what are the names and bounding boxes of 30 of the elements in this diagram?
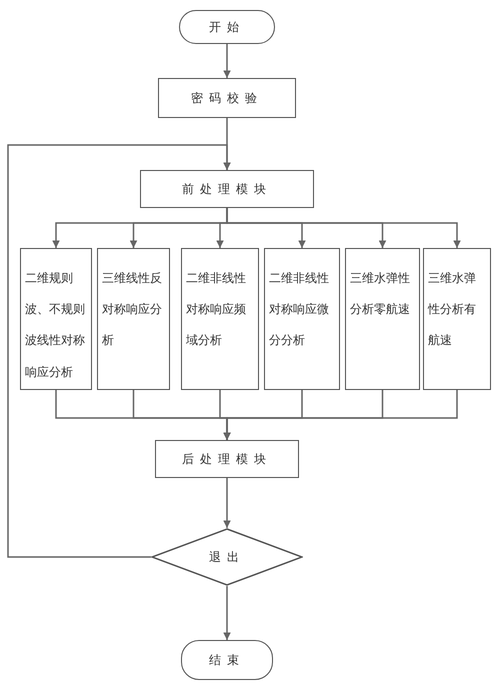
- decision-diamond: [151, 528, 303, 586]
- process-box: [97, 248, 170, 390]
- process-box: [140, 170, 314, 208]
- terminal-box: [179, 10, 275, 44]
- terminal-box: [181, 640, 273, 680]
- node-label: 三维水弹性分析零航速: [350, 270, 411, 318]
- process-box: [20, 248, 92, 390]
- process-box: [158, 78, 296, 118]
- node-label: 三维线性反对称响应分析: [102, 270, 163, 350]
- arrow: [223, 44, 231, 78]
- arrow: [7, 144, 231, 558]
- node-label: 二维规则波、不规则波线性对称响应分析: [25, 270, 86, 381]
- node-label: 二维非线性对称响应微分分析: [269, 270, 330, 350]
- node-label: 开始: [209, 20, 245, 34]
- arrow: [226, 208, 461, 248]
- node-label: 密码校验: [191, 90, 263, 106]
- process-box: [181, 248, 259, 390]
- node-label: 三维水弹性分析有航速: [428, 270, 477, 350]
- node-label: 二维非线性对称响应频域分析: [186, 270, 247, 350]
- process-box: [345, 248, 420, 390]
- node-label: 结束: [209, 652, 245, 668]
- process-box: [423, 248, 491, 390]
- process-box: [155, 440, 299, 478]
- arrow: [223, 586, 231, 640]
- node-label: 前处理模块: [182, 182, 272, 196]
- process-box: [264, 248, 340, 390]
- node-label: 后处理模块: [182, 452, 272, 466]
- arrow: [223, 390, 458, 440]
- arrow: [223, 478, 231, 528]
- node-label: 退出: [209, 550, 245, 564]
